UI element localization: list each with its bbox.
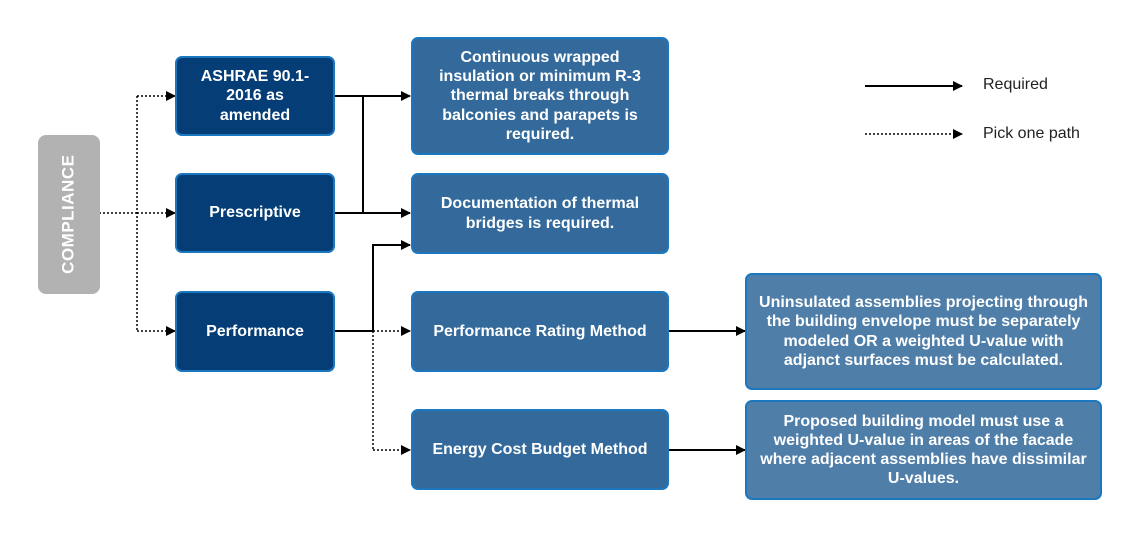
documentation-box: Documentation of thermal bridges is requ… xyxy=(411,173,669,254)
ecb-note-label: Proposed building model must use a weigh… xyxy=(760,412,1087,488)
ashrae-box: ASHRAE 90.1-2016 as amended xyxy=(175,56,335,136)
prm-box: Performance Rating Method xyxy=(411,291,669,372)
dotted-connectors-performance xyxy=(372,326,411,455)
solid-connectors xyxy=(335,91,746,455)
prm-label: Performance Rating Method xyxy=(433,322,647,340)
dotted-connectors-compliance xyxy=(99,91,176,336)
prm-note-label: Uninsulated assemblies projecting throug… xyxy=(759,294,1088,369)
prm-note-box: Uninsulated assemblies projecting throug… xyxy=(745,273,1102,390)
ecb-label: Energy Cost Budget Method xyxy=(432,440,648,458)
prescriptive-label: Prescriptive xyxy=(209,204,301,222)
continuous-insulation-label: Continuous wrapped insulation or minimum… xyxy=(439,49,641,143)
performance-label: Performance xyxy=(206,322,304,340)
performance-box: Performance xyxy=(175,291,335,372)
ecb-box: Energy Cost Budget Method xyxy=(411,409,669,490)
compliance-label: COMPLIANCE xyxy=(58,154,78,275)
compliance-box: COMPLIANCE xyxy=(38,135,100,294)
solid-performance-to-documentation xyxy=(372,240,411,331)
ecb-note-box: Proposed building model must use a weigh… xyxy=(745,400,1102,500)
prescriptive-box: Prescriptive xyxy=(175,173,335,253)
legend-required-label: Required xyxy=(983,76,1048,93)
ashrae-label: ASHRAE 90.1-2016 as amended xyxy=(200,68,310,124)
continuous-insulation-box: Continuous wrapped insulation or minimum… xyxy=(411,37,669,155)
legend-pick-one-label: Pick one path xyxy=(983,125,1080,142)
documentation-label: Documentation of thermal bridges is requ… xyxy=(440,195,640,232)
